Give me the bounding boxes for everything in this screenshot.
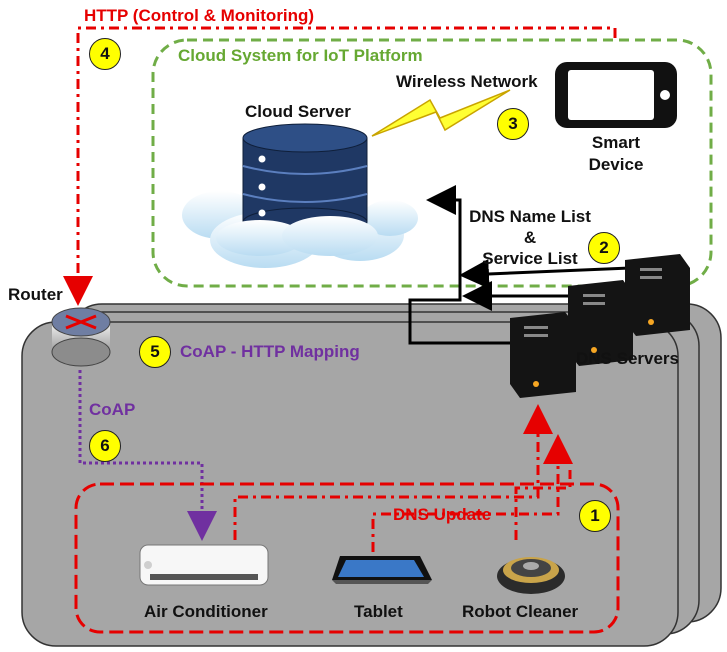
smartphone-icon [555,62,677,128]
robot-cleaner-label: Robot Cleaner [462,602,579,621]
dns-lists-label: DNS Name List & Service List [469,207,591,268]
device-group-border [74,482,620,634]
robot-cleaner-icon [497,557,565,594]
step-badge-6: 6 [89,430,121,462]
coap-label: CoAP [89,400,136,419]
http-control-line [63,26,617,306]
cloud-system-border [151,38,713,288]
smart-device-label: Smart Device [588,133,644,174]
cloud-server-icon [182,123,418,268]
air-conditioner-label: Air Conditioner [144,602,268,621]
step-badge-2: 2 [588,232,620,264]
dns-list-lines [408,185,631,345]
lightning-icon [371,89,511,137]
router-label: Router [8,285,63,304]
tablet-label: Tablet [354,602,403,621]
dns-update-label: DNS Update [393,505,492,524]
cloud-system-label: Cloud System for IoT Platform [178,46,423,65]
dns-update-lines [233,404,573,552]
step-badge-5: 5 [139,336,171,368]
http-control-label: HTTP (Control & Monitoring) [84,6,315,25]
coap-http-mapping-label: CoAP - HTTP Mapping [180,342,360,361]
step-badge-4: 4 [89,38,121,70]
router-icon [51,307,111,367]
tablet-icon [332,556,432,584]
cloud-server-label: Cloud Server [245,102,351,121]
step-badge-3: 3 [497,108,529,140]
dns-server-icon [510,254,690,398]
wireless-network-label: Wireless Network [396,72,538,91]
air-conditioner-icon [139,544,269,586]
dns-servers-label: DNS Servers [576,349,680,368]
step-badge-1: 1 [579,500,611,532]
